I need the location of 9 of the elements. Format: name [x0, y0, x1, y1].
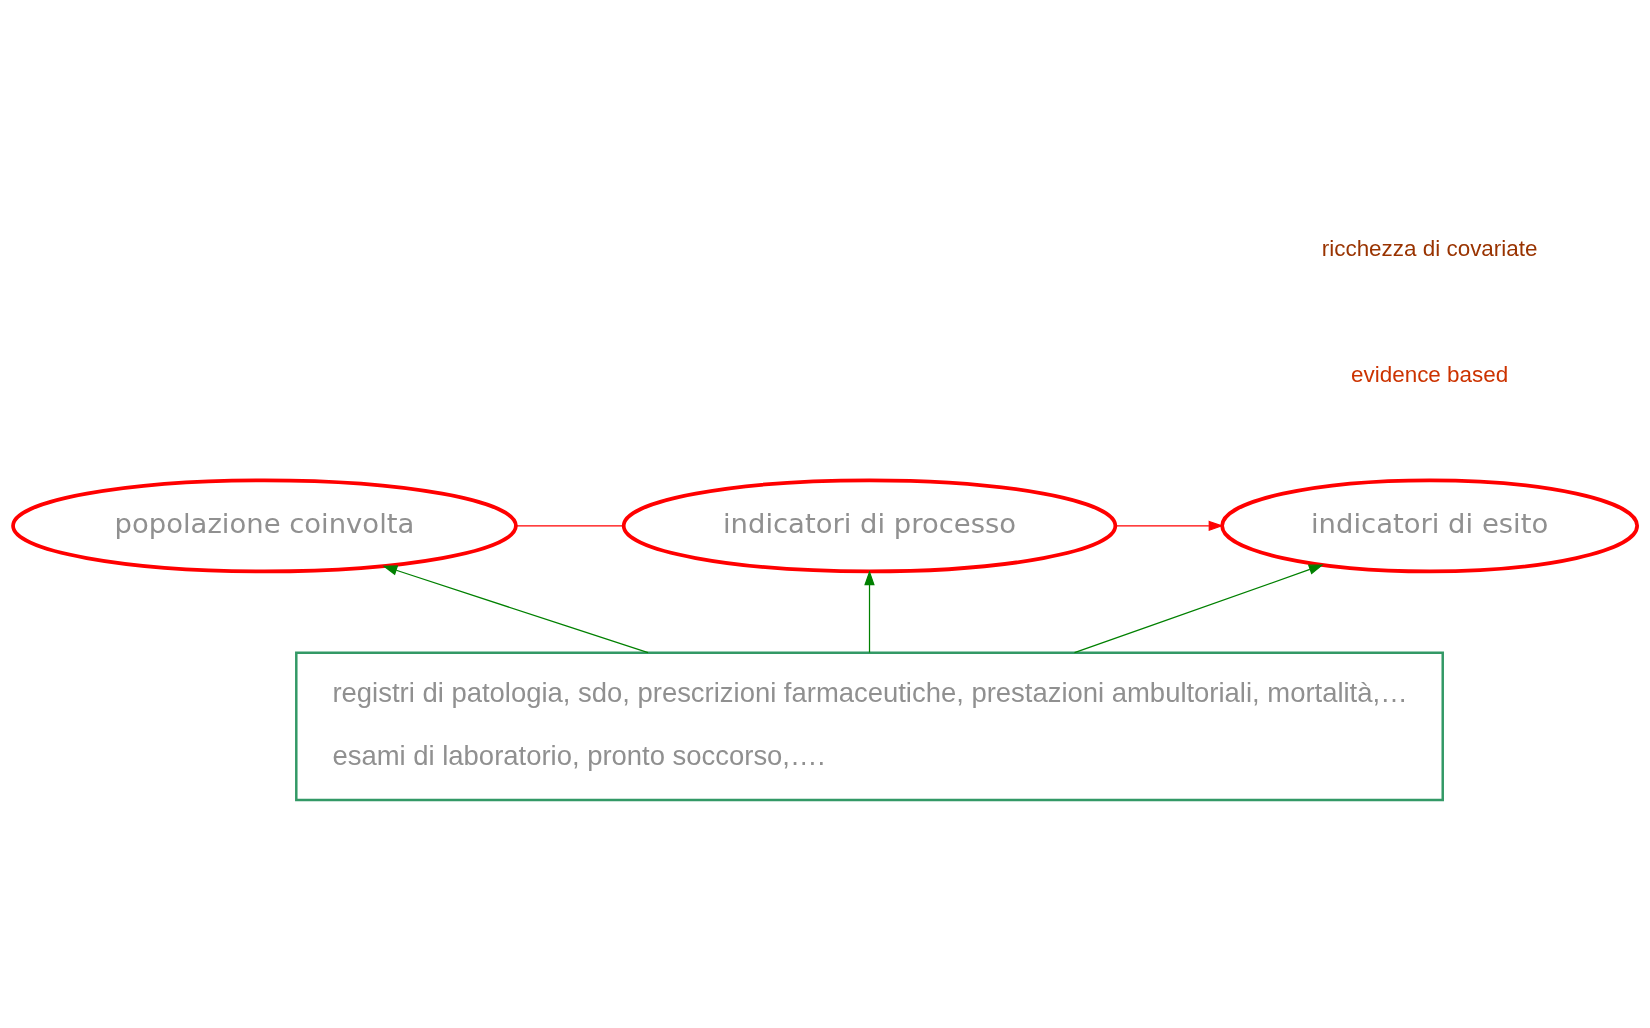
node-ellipse: indicatori di processo: [621, 478, 1118, 574]
arrow: [1073, 564, 1324, 654]
node-box: registri di patologia, sdo, prescrizioni farmaceutiche, prestazioni ambultoriali, mortalità,… esami di laboratorio, pronto soccorso,….: [295, 651, 1444, 802]
arrow: [382, 565, 649, 654]
connector: [515, 525, 624, 527]
label: evidence based: [1351, 361, 1509, 387]
arrow: [864, 570, 875, 654]
arrow: [1115, 520, 1224, 532]
label: ricchezza di covariate: [1321, 235, 1538, 261]
